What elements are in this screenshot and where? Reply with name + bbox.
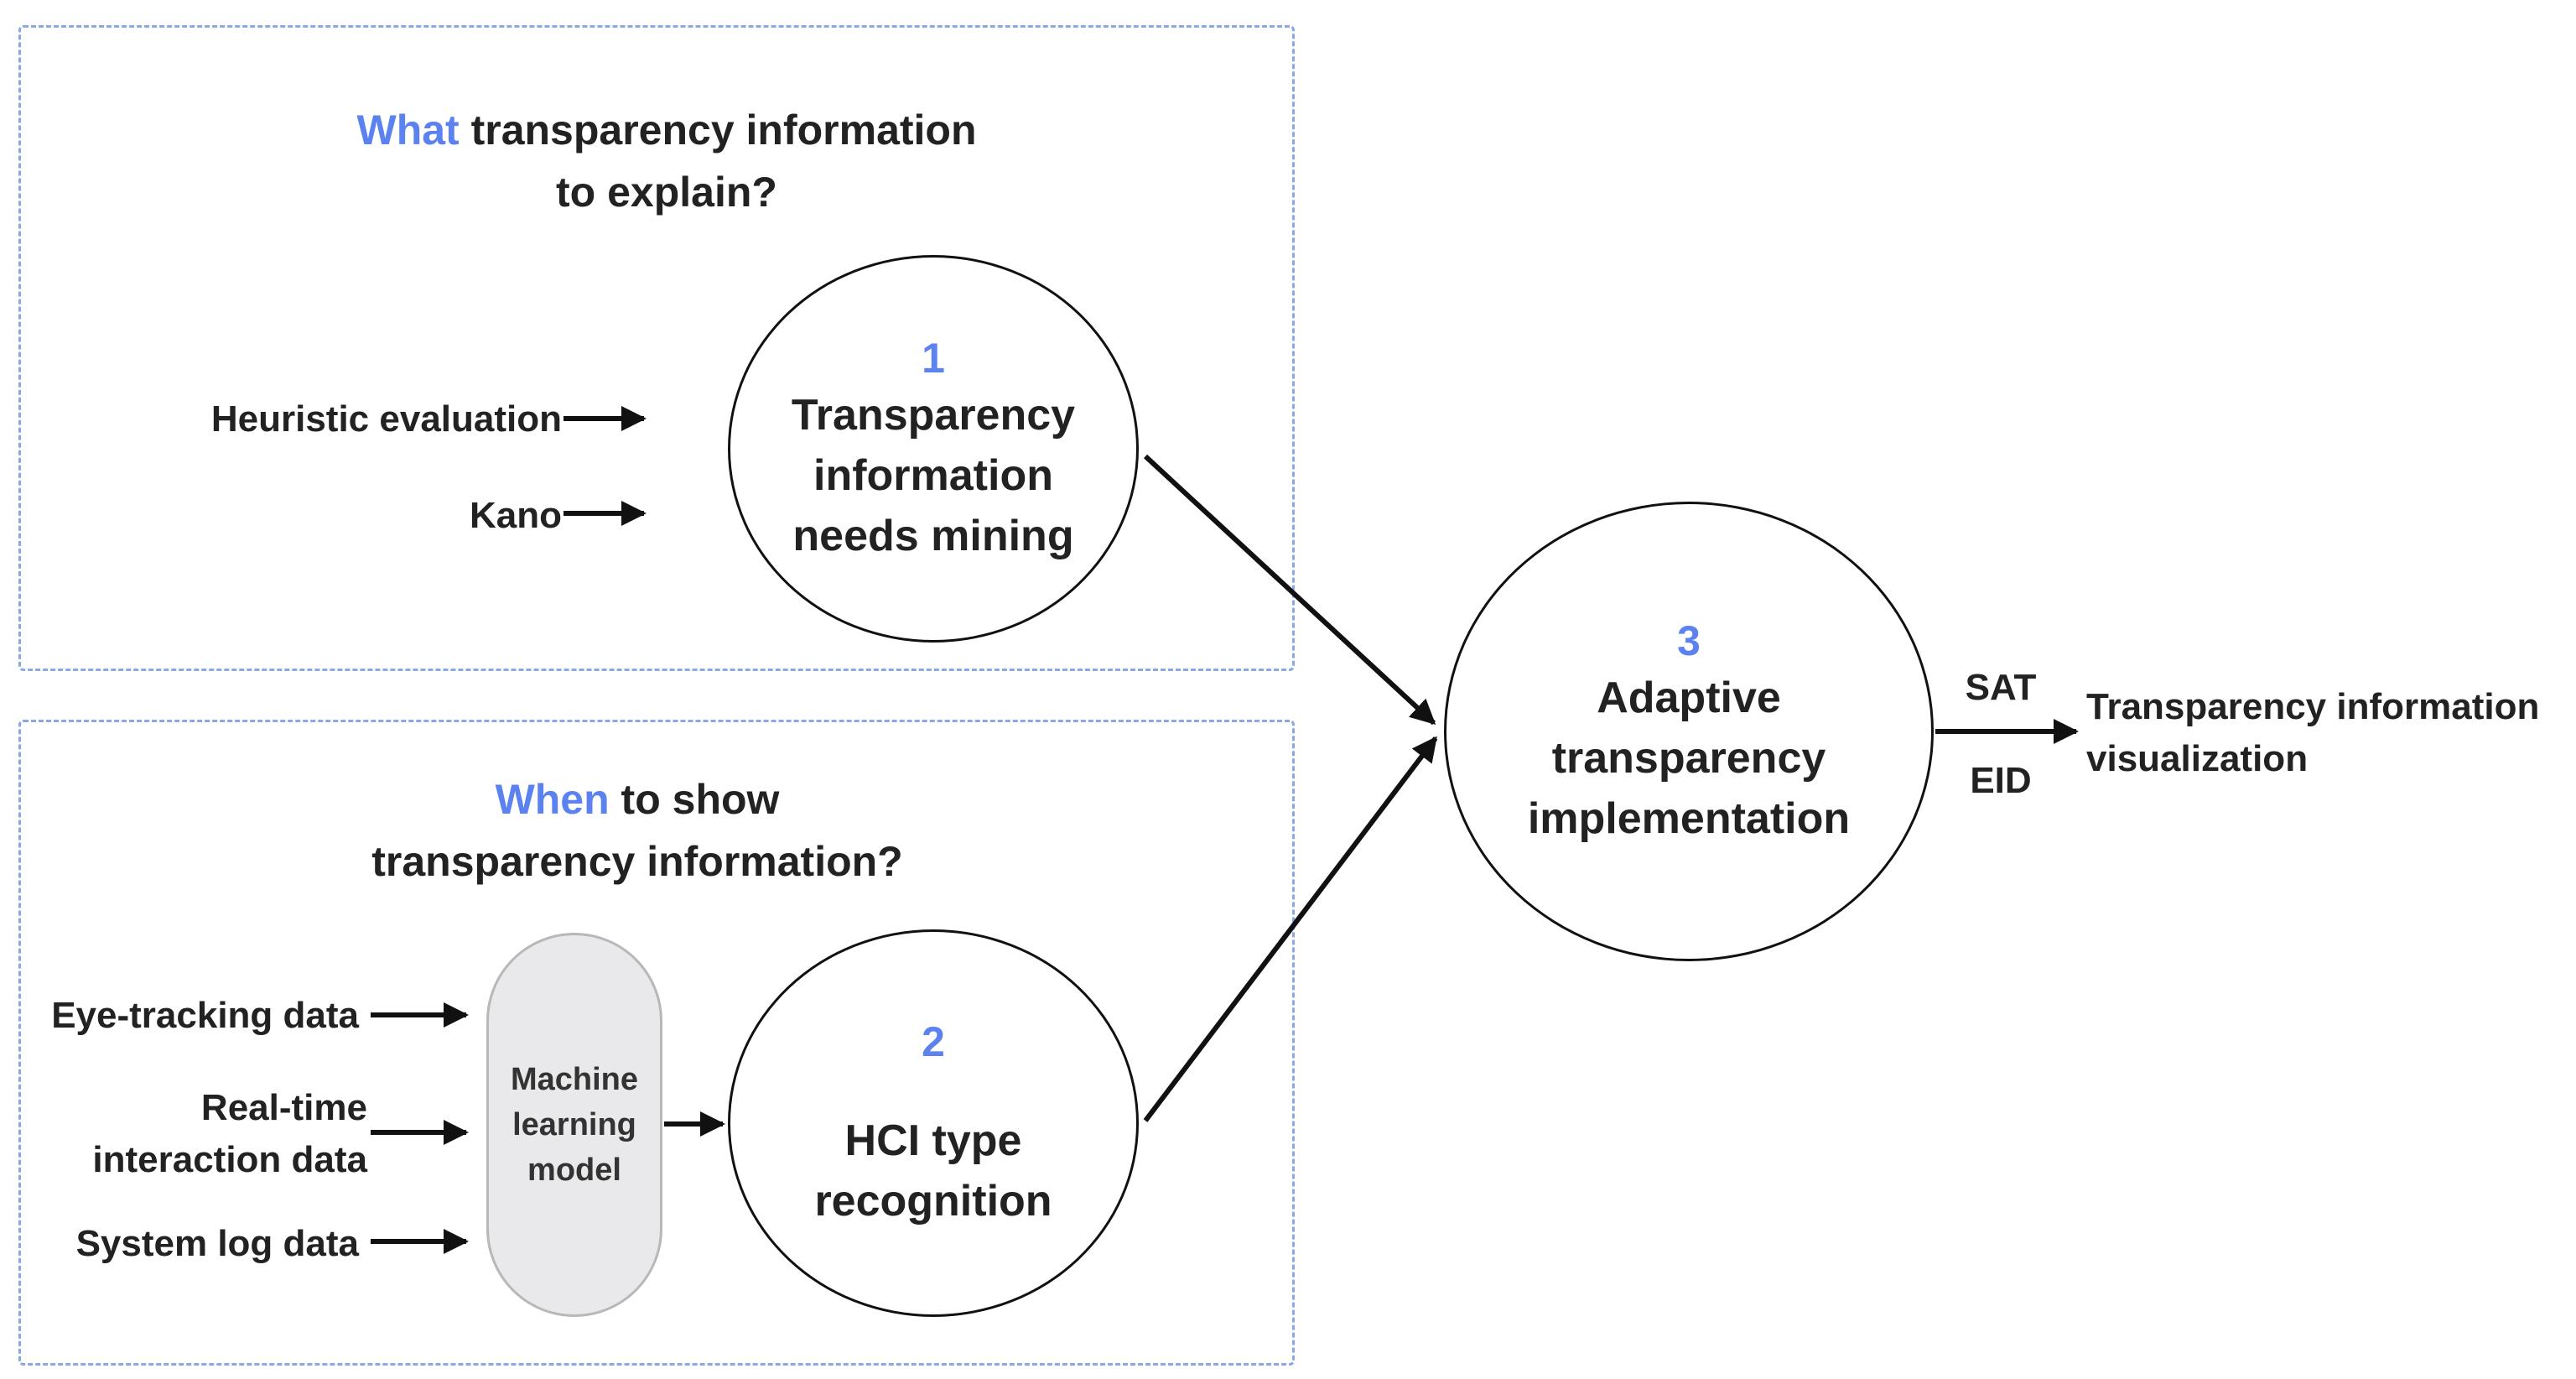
what-title-rest: transparency information — [459, 107, 977, 154]
input-eye-tracking-data: Eye-tracking data — [51, 995, 359, 1036]
node-3-number: 3 — [1677, 617, 1701, 664]
node-1-number: 1 — [922, 335, 945, 382]
input-real-time-interaction-data: Real-time interaction data — [92, 1087, 367, 1180]
when-title-rest: to show — [609, 776, 780, 823]
input-heuristic-evaluation: Heuristic evaluation — [210, 398, 562, 440]
node-3-adaptive-transparency-implementation: 3 Adaptive transparency implementation — [1444, 502, 1934, 961]
what-title-highlight: What — [356, 107, 460, 154]
when-title-line2: transparency information? — [371, 838, 903, 885]
method-sat: SAT — [1965, 667, 2037, 708]
node-1-transparency-needs-mining: 1 Transparency information needs mining — [728, 255, 1139, 643]
node-2-label: HCI type recognition — [814, 1116, 1052, 1225]
node-2-hci-type-recognition: 2 HCI type recognition — [728, 929, 1139, 1317]
arrow-node-2-to-node-3 — [1143, 736, 1438, 1122]
node-1-label: Transparency information needs mining — [791, 391, 1076, 560]
input-system-log-data: System log data — [75, 1223, 359, 1264]
output-visualization-label: Transparency information visualization — [2086, 686, 2540, 779]
when-section-box — [18, 720, 1295, 1366]
machine-learning-model-label: Machine learning model — [510, 1062, 639, 1188]
method-eid: EID — [1970, 760, 2032, 801]
machine-learning-model: Machine learning model — [486, 933, 662, 1317]
when-title-highlight: When — [495, 776, 610, 823]
node-2-number: 2 — [922, 1018, 945, 1065]
what-section-title: What transparency information to explain… — [252, 99, 1082, 223]
node-3-label: Adaptive transparency implementation — [1527, 674, 1851, 843]
when-section-title: When to show transparency information? — [218, 768, 1057, 892]
input-kano: Kano — [470, 495, 562, 536]
what-title-line2: to explain? — [556, 169, 777, 216]
what-section-box — [18, 25, 1295, 671]
arrow-node-1-to-node-3 — [1143, 454, 1436, 726]
